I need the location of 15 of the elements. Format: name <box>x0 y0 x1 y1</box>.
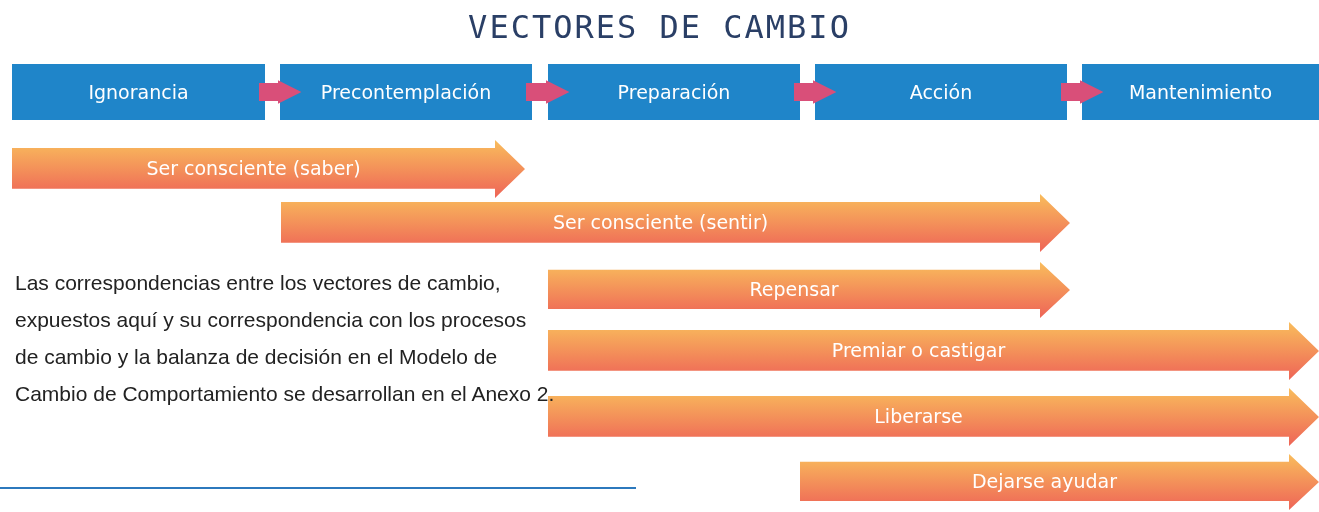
arrow <box>259 80 302 104</box>
arrow-band: Repensar <box>548 262 1070 318</box>
arrow-band: Premiar o castigar <box>548 322 1319 380</box>
stage-box: Ignorancia <box>12 64 265 120</box>
arrow-band: Dejarse ayudar <box>800 454 1319 510</box>
arrow <box>1061 80 1104 104</box>
stage-box: Mantenimiento <box>1082 64 1319 120</box>
stage-box: Preparación <box>548 64 800 120</box>
arrow <box>526 80 570 104</box>
stage-box: Precontemplación <box>280 64 532 120</box>
arrow-band: Ser consciente (saber) <box>12 140 525 198</box>
diagram-title: VECTORES DE CAMBIO <box>467 8 852 46</box>
arrow-band: Ser consciente (sentir) <box>281 194 1070 252</box>
arrow <box>794 80 837 104</box>
stage-box: Acción <box>815 64 1067 120</box>
